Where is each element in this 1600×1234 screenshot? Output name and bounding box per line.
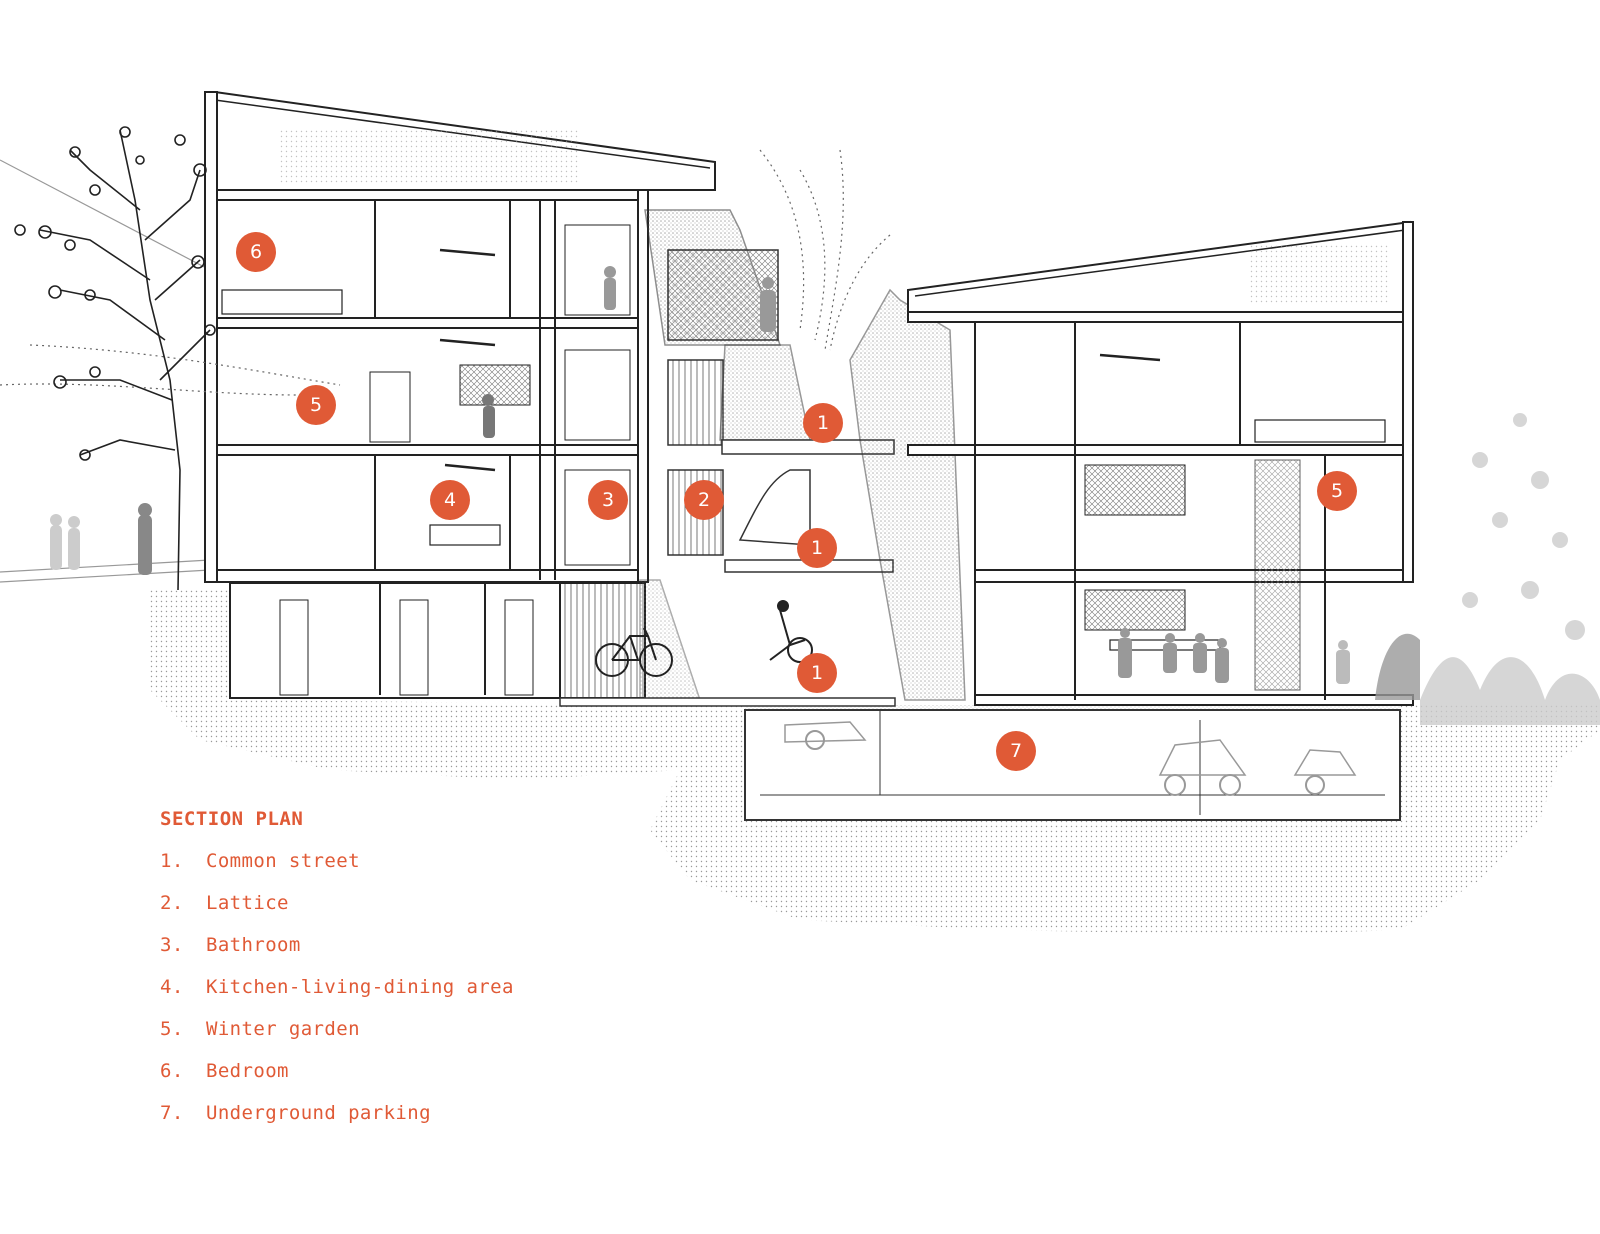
legend-item: 7. Underground parking (160, 1102, 514, 1144)
marker-label: 7 (996, 731, 1036, 771)
marker-common-street-lower: 1 (797, 653, 837, 693)
right-foliage (1375, 413, 1600, 725)
sidewalk (0, 159, 211, 583)
marker-label: 5 (296, 385, 336, 425)
left-basement (229, 582, 646, 699)
courtyard-lattice (559, 209, 966, 707)
marker-label: 6 (236, 232, 276, 272)
legend-number: 6. (160, 1060, 184, 1082)
legend-item: 2. Lattice (160, 892, 514, 934)
legend-label: Underground parking (206, 1102, 431, 1124)
marker-common-street-upper: 1 (803, 403, 843, 443)
marker-kitchen-living: 4 (430, 480, 470, 520)
marker-bathroom: 3 (588, 480, 628, 520)
left-tree (14, 126, 216, 591)
legend-item: 1. Common street (160, 850, 514, 892)
legend-number: 1. (160, 850, 184, 872)
left-building (204, 91, 716, 583)
marker-common-street-middle: 1 (797, 528, 837, 568)
legend-item: 3. Bathroom (160, 934, 514, 976)
legend: SECTION PLAN 1. Common street 2. Lattice 3… (160, 808, 514, 1144)
legend-item: 4. Kitchen-living-dining area (160, 976, 514, 1018)
marker-label: 1 (797, 653, 837, 693)
marker-winter-garden-left: 5 (296, 385, 336, 425)
people (50, 266, 1350, 684)
legend-label: Lattice (206, 892, 289, 914)
marker-label: 2 (684, 480, 724, 520)
legend-label: Bedroom (206, 1060, 289, 1082)
legend-title: SECTION PLAN (160, 808, 304, 830)
legend-number: 2. (160, 892, 184, 914)
marker-winter-garden-right: 5 (1317, 471, 1357, 511)
marker-underground-parking: 7 (996, 731, 1036, 771)
marker-label: 5 (1317, 471, 1357, 511)
marker-label: 4 (430, 480, 470, 520)
legend-number: 5. (160, 1018, 184, 1040)
right-building (907, 220, 1414, 706)
legend-item: 5. Winter garden (160, 1018, 514, 1060)
legend-label: Common street (206, 850, 360, 872)
legend-number: 4. (160, 976, 184, 998)
legend-label: Kitchen-living-dining area (206, 976, 514, 998)
marker-lattice: 2 (684, 480, 724, 520)
legend-label: Bathroom (206, 934, 301, 956)
legend-label: Winter garden (206, 1018, 360, 1040)
legend-number: 7. (160, 1102, 184, 1124)
parking-garage (744, 709, 1401, 821)
legend-item: 6. Bedroom (160, 1060, 514, 1102)
legend-number: 3. (160, 934, 184, 956)
marker-label: 3 (588, 480, 628, 520)
marker-label: 1 (797, 528, 837, 568)
marker-label: 1 (803, 403, 843, 443)
bicycle (595, 600, 813, 677)
marker-bedroom: 6 (236, 232, 276, 272)
airflow-lines (0, 149, 891, 396)
